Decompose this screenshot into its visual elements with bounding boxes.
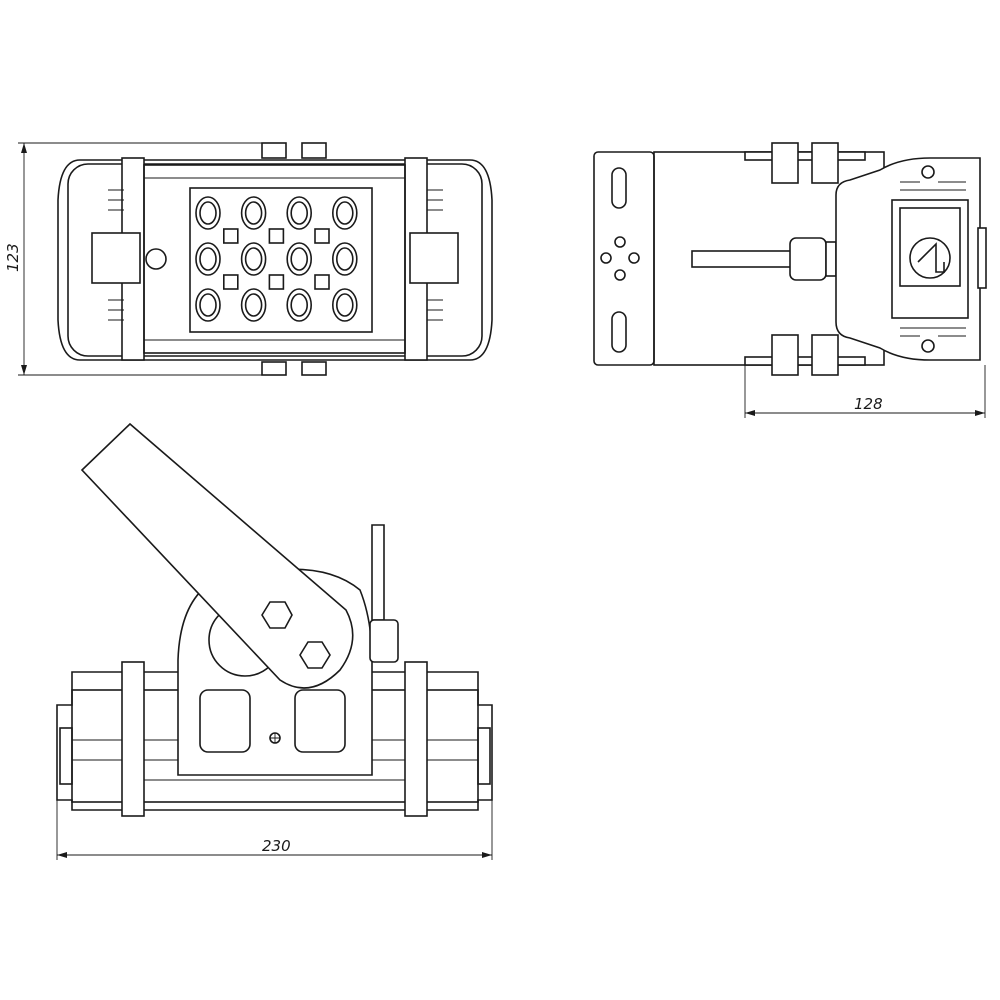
led-lens	[335, 201, 354, 225]
led-square	[223, 228, 239, 244]
dimension-depth: 128	[744, 365, 986, 418]
led-lens	[286, 288, 313, 322]
front-view: 123	[4, 142, 493, 376]
dimension-width: 230	[56, 800, 493, 860]
led-square	[268, 274, 285, 290]
side-view: 128	[593, 142, 987, 418]
led-lens	[195, 288, 221, 322]
led-lens	[335, 247, 354, 271]
led-lens	[244, 293, 263, 317]
led-lens	[286, 196, 313, 230]
led-lens	[195, 242, 221, 276]
led-square	[314, 228, 330, 244]
led-lens	[240, 288, 267, 322]
led-lens	[331, 242, 358, 276]
dimension-height: 123	[4, 142, 262, 376]
led-lens	[331, 288, 358, 322]
led-array	[195, 196, 358, 322]
led-lens	[331, 196, 358, 230]
led-lens	[240, 196, 267, 230]
bottom-view: 230	[56, 422, 493, 860]
led-lens	[290, 201, 309, 225]
led-lens	[286, 242, 313, 276]
led-lens	[244, 247, 263, 271]
led-lens	[199, 247, 217, 271]
led-lens	[290, 247, 309, 271]
dimension-height-label: 123	[4, 243, 22, 272]
led-lens	[195, 196, 221, 230]
led-lens	[244, 201, 263, 225]
dimension-width-label: 230	[262, 837, 291, 855]
led-square	[268, 228, 285, 244]
led-square	[314, 274, 330, 290]
led-square	[223, 274, 239, 290]
dimension-depth-label: 128	[854, 395, 883, 413]
led-lens	[290, 293, 309, 317]
led-lens	[240, 242, 267, 276]
led-lens	[335, 293, 354, 317]
front-fins-left	[108, 189, 443, 321]
led-lens	[199, 293, 217, 317]
led-lens	[199, 201, 217, 225]
